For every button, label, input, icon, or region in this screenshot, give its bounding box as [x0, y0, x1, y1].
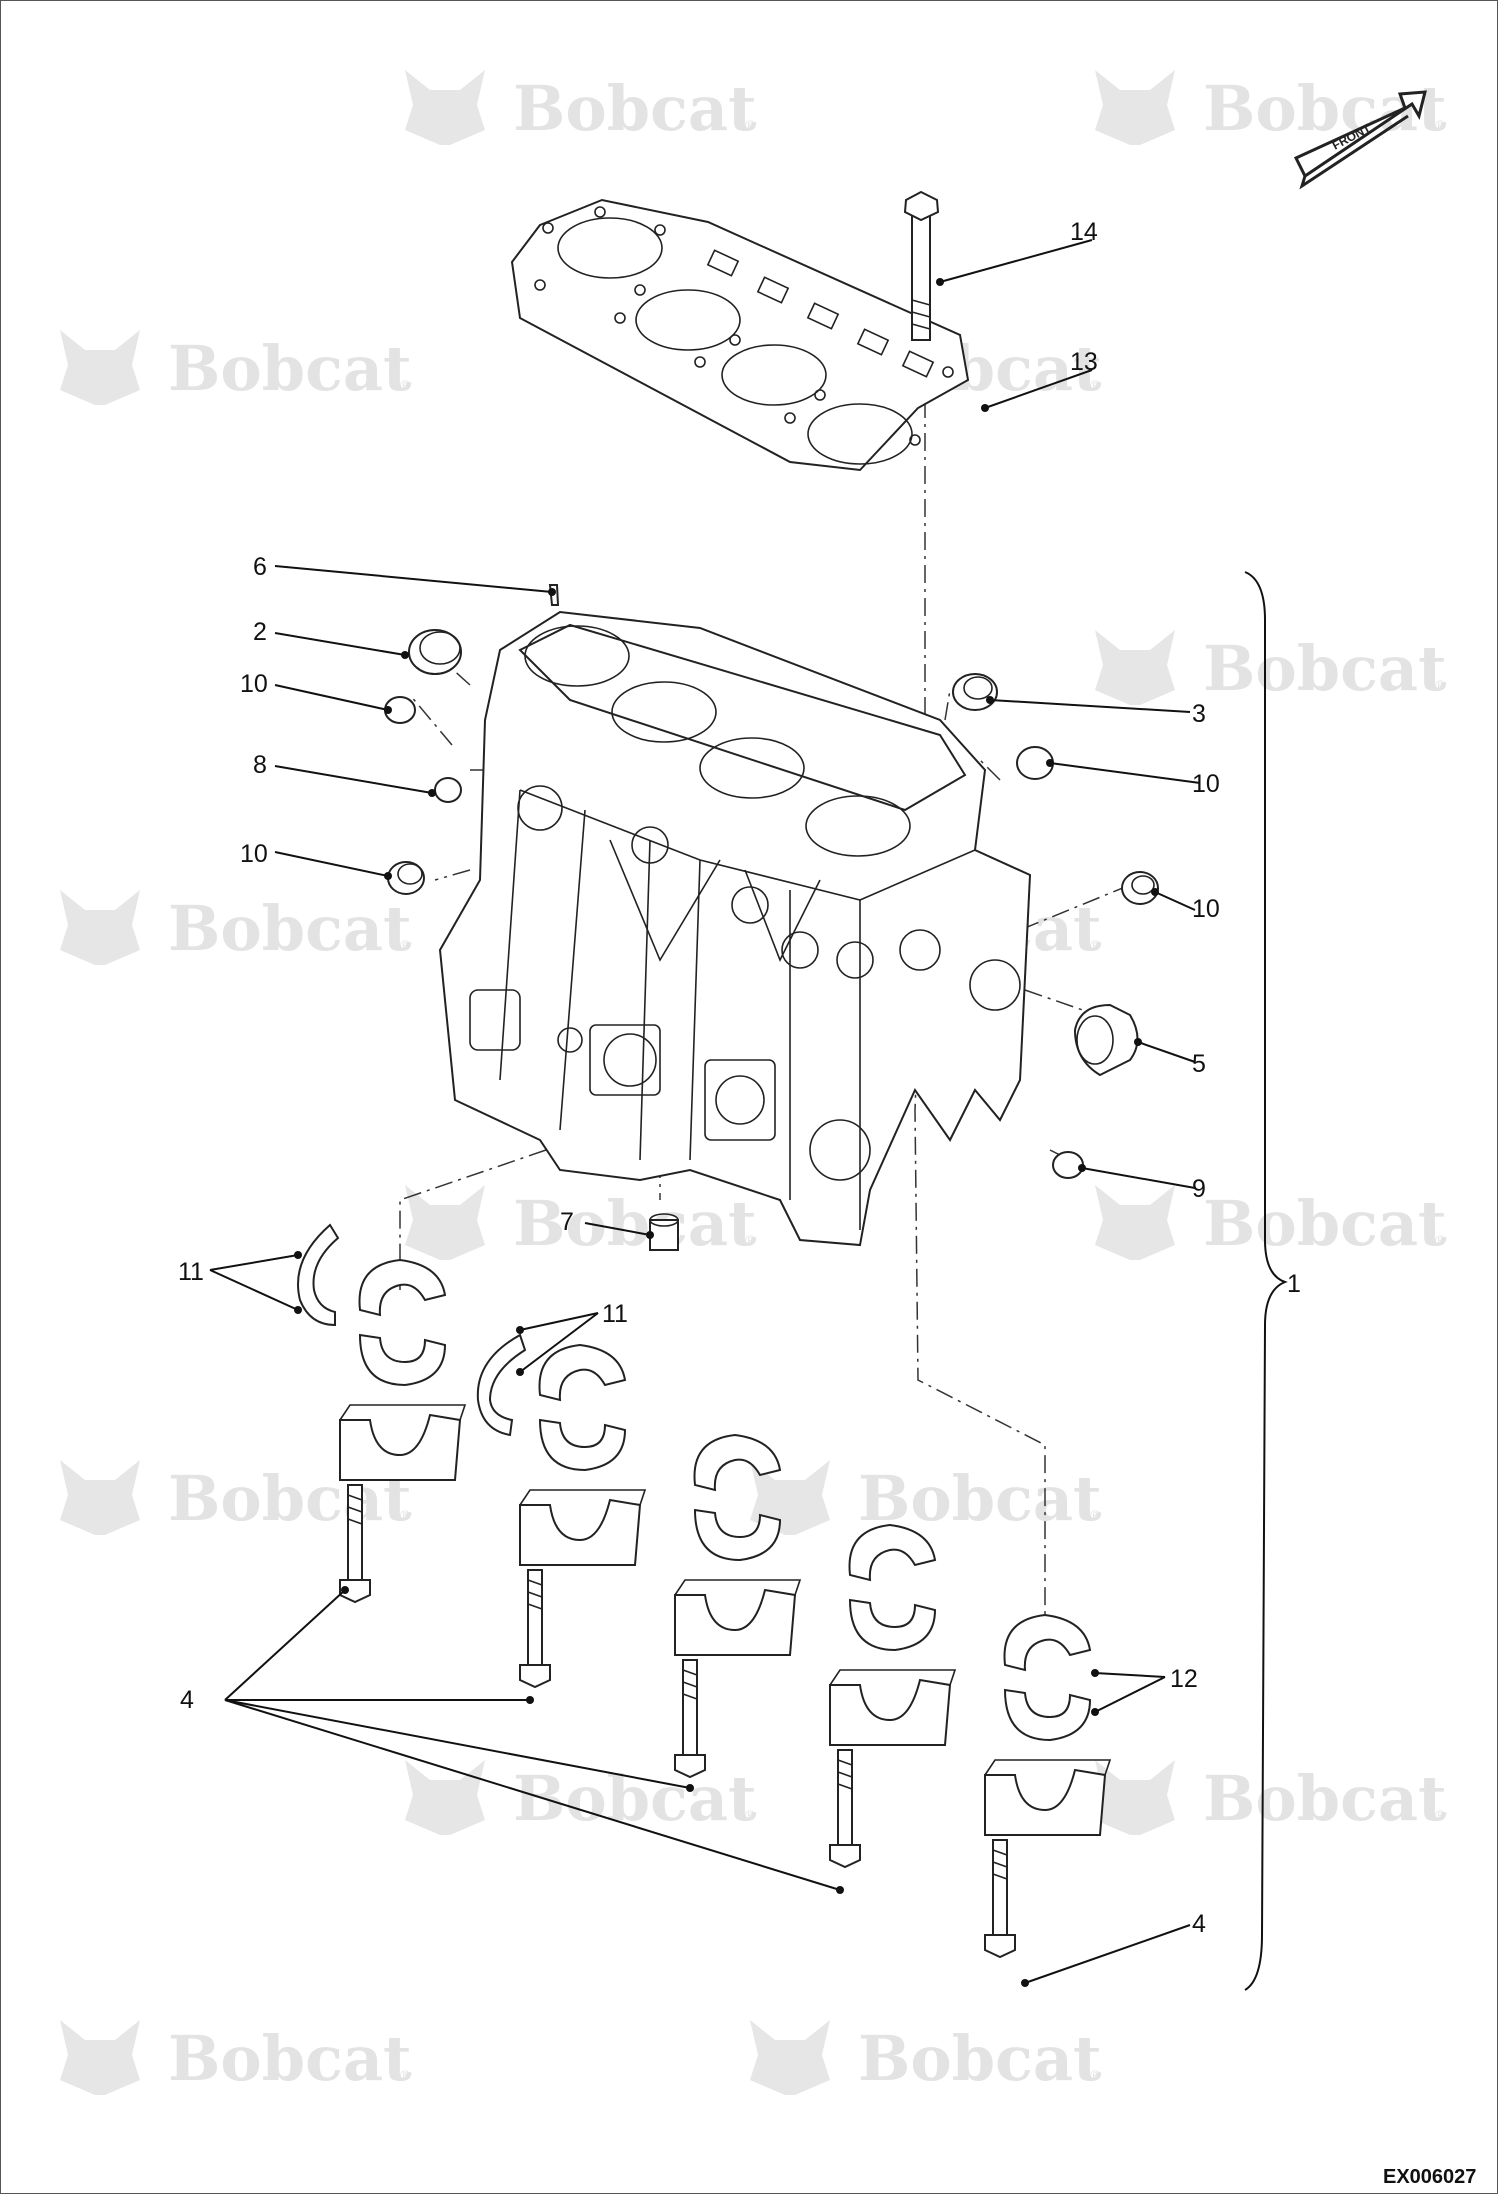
bushing-5 — [1073, 1003, 1139, 1077]
callout-6: 6 — [253, 553, 267, 581]
leader-lines — [209, 239, 1201, 1987]
watermark-brand: Bobcat — [168, 332, 412, 405]
head-bolt — [903, 190, 940, 341]
bobcat-logo-icon — [750, 2020, 830, 2095]
watermark-registered: ® — [1435, 1232, 1446, 1248]
watermark-brand: Bobcat — [1203, 1762, 1447, 1835]
watermark-brand: Bobcat — [1203, 632, 1447, 705]
callout-2: 2 — [253, 618, 267, 646]
watermark-registered: ® — [1435, 1807, 1446, 1823]
watermark-registered: ® — [400, 2067, 411, 2083]
main-bearings-and-caps — [339, 1258, 1112, 1959]
watermark-brand: Bobcat — [513, 72, 757, 145]
callout-13: 13 — [1070, 348, 1098, 376]
callout-4: 4 — [1192, 1910, 1206, 1938]
cylinder-block — [438, 610, 1032, 1247]
bobcat-watermark: Bobcat® — [405, 70, 757, 145]
watermark-registered: ® — [400, 377, 411, 393]
bobcat-logo-icon — [405, 1760, 485, 1835]
plug-9 — [1052, 1151, 1084, 1179]
watermark-registered: ® — [1090, 1507, 1101, 1523]
bobcat-logo-icon — [60, 330, 140, 405]
main-bearing-set — [984, 1613, 1112, 1959]
main-bearing-set — [674, 1433, 802, 1779]
callout-10: 10 — [240, 840, 268, 868]
bobcat-watermark: Bobcat® — [60, 2020, 412, 2095]
drawing-code: EX006027 — [1383, 2166, 1476, 2188]
callout-1: 1 — [1287, 1270, 1301, 1298]
callout-10: 10 — [1192, 770, 1220, 798]
watermark-brand: Bobcat — [858, 2022, 1102, 2095]
callout-11: 11 — [602, 1300, 628, 1328]
watermark-registered: ® — [1090, 937, 1101, 953]
bobcat-watermark: Bobcat® — [1095, 1760, 1447, 1835]
callout-10: 10 — [1192, 895, 1220, 923]
watermark-registered: ® — [1435, 117, 1446, 133]
callout-7: 7 — [560, 1208, 574, 1236]
callout-4: 4 — [180, 1686, 194, 1714]
bobcat-watermark: Bobcat® — [750, 1460, 1102, 1535]
watermark-registered: ® — [1090, 2067, 1101, 2083]
bobcat-logo-icon — [750, 1460, 830, 1535]
callout-5: 5 — [1192, 1050, 1206, 1078]
bobcat-watermark: Bobcat® — [750, 2020, 1102, 2095]
callout-8: 8 — [253, 751, 267, 779]
watermark-brand: Bobcat — [1203, 72, 1447, 145]
bobcat-logo-icon — [60, 2020, 140, 2095]
bobcat-logo-icon — [405, 1185, 485, 1260]
head-gasket — [510, 198, 970, 472]
callout-9: 9 — [1192, 1175, 1206, 1203]
main-bearing-set — [339, 1258, 467, 1604]
assembly-bracket — [1244, 571, 1288, 1991]
plug-8 — [434, 777, 462, 803]
bobcat-logo-icon — [1095, 630, 1175, 705]
watermark-brand: Bobcat — [168, 2022, 412, 2095]
callout-labels: 14 13 6 2 10 8 10 3 10 10 5 9 7 1 11 11 … — [178, 218, 1301, 1938]
front-arrow-icon — [1293, 90, 1427, 179]
bobcat-logo-icon — [60, 890, 140, 965]
callout-10: 10 — [240, 670, 268, 698]
bobcat-logo-icon — [1095, 1760, 1175, 1835]
main-bearing-set — [519, 1343, 647, 1689]
watermark-registered: ® — [1435, 677, 1446, 693]
bobcat-watermark: Bobcat® — [1095, 630, 1447, 705]
plug-10d — [1121, 871, 1159, 905]
watermark-registered: ® — [400, 937, 411, 953]
bobcat-watermark: Bobcat® — [60, 1460, 412, 1535]
watermark-brand: Bobcat — [1203, 1187, 1447, 1260]
bobcat-watermark: Bobcat® — [1095, 1185, 1447, 1260]
callout-3: 3 — [1192, 700, 1206, 728]
bobcat-watermark: Bobcat® — [1095, 70, 1447, 145]
thrust-washers — [297, 1223, 527, 1437]
watermark-registered: ® — [745, 1807, 756, 1823]
watermark-brand: Bobcat — [858, 1462, 1102, 1535]
bobcat-logo-icon — [1095, 1185, 1175, 1260]
bobcat-logo-icon — [1095, 70, 1175, 145]
bobcat-watermark: Bobcat® — [405, 1760, 757, 1835]
watermark-brand: Bobcat — [513, 1762, 757, 1835]
main-bearing-set — [829, 1523, 957, 1869]
callout-14: 14 — [1070, 218, 1098, 246]
bobcat-logo-icon — [60, 1460, 140, 1535]
callout-11: 11 — [178, 1258, 204, 1286]
dowel-7 — [649, 1219, 679, 1251]
plug-3 — [952, 673, 998, 711]
callout-12: 12 — [1170, 1665, 1198, 1693]
watermark-registered: ® — [400, 1507, 411, 1523]
watermark-registered: ® — [1090, 377, 1101, 393]
bobcat-watermark: Bobcat® — [405, 1185, 757, 1260]
bobcat-logo-icon — [405, 70, 485, 145]
watermark-brand: Bobcat — [168, 892, 412, 965]
bobcat-watermark: Bobcat® — [60, 890, 412, 965]
watermark-registered: ® — [745, 117, 756, 133]
bobcat-watermark: Bobcat® — [60, 330, 412, 405]
watermark-registered: ® — [745, 1232, 756, 1248]
watermark-brand: Bobcat — [513, 1187, 757, 1260]
